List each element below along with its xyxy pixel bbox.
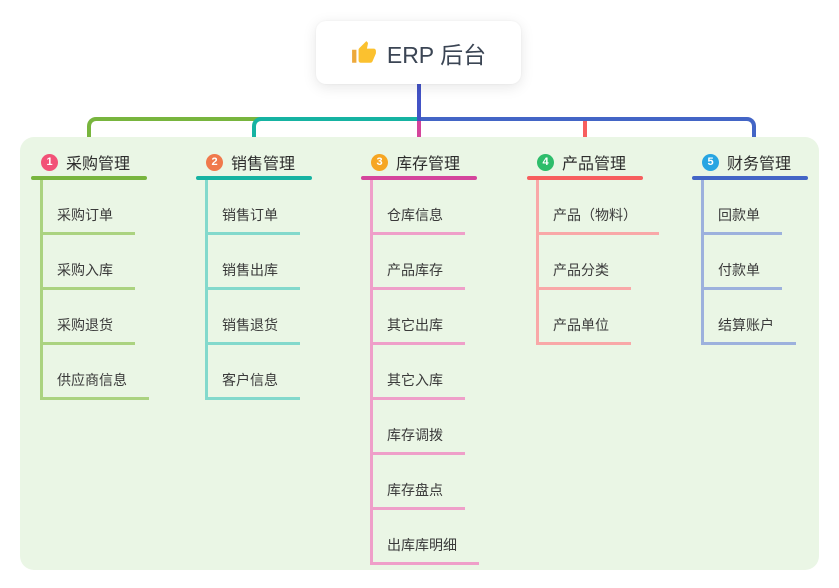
connector-branch-4	[583, 117, 587, 156]
child-node[interactable]: 其它入库	[370, 370, 465, 400]
child-node[interactable]: 出库库明细	[370, 535, 479, 565]
branch-number-badge: 5	[702, 153, 719, 171]
child-node[interactable]: 销售出库	[205, 260, 300, 290]
branch-number-badge: 1	[41, 153, 58, 171]
branch-number-badge: 3	[371, 153, 388, 171]
mindmap-panel	[20, 137, 819, 570]
child-node[interactable]: 库存盘点	[370, 480, 465, 510]
branch-underline	[196, 176, 312, 180]
child-node[interactable]: 销售退货	[205, 315, 300, 345]
child-node[interactable]: 其它出库	[370, 315, 465, 345]
child-node[interactable]: 回款单	[701, 205, 782, 235]
branch-underline	[31, 176, 147, 180]
branch-number-badge: 2	[206, 153, 223, 171]
child-node[interactable]: 产品（物料）	[536, 205, 659, 235]
branch-children: 采购订单 采购入库 采购退货 供应商信息	[31, 180, 149, 400]
child-node[interactable]: 库存调拨	[370, 425, 465, 455]
branch-children-line	[40, 180, 43, 400]
branch-underline	[527, 176, 643, 180]
branch-children: 仓库信息 产品库存 其它出库 其它入库 库存调拨 库存盘点 出库库明细	[361, 180, 479, 565]
connector-root-line	[417, 84, 421, 121]
branch-product-management: 4 产品管理 产品（物料） 产品分类 产品单位	[527, 148, 659, 345]
branch-title[interactable]: 2 销售管理	[196, 148, 312, 176]
branch-label: 库存管理	[396, 156, 461, 173]
branch-children: 产品（物料） 产品分类 产品单位	[527, 180, 659, 345]
root-title: ERP 后台	[386, 41, 487, 68]
connector-branch-3	[417, 117, 421, 156]
child-node[interactable]: 客户信息	[205, 370, 300, 400]
connector-branch-2	[252, 117, 425, 156]
child-node[interactable]: 仓库信息	[370, 205, 465, 235]
branch-purchase-management: 1 采购管理 采购订单 采购入库 采购退货 供应商信息	[31, 148, 149, 400]
branch-title[interactable]: 4 产品管理	[527, 148, 643, 176]
child-node[interactable]: 产品库存	[370, 260, 465, 290]
root-node[interactable]: ERP 后台	[316, 21, 521, 84]
branch-children: 回款单 付款单 结算账户	[692, 180, 808, 345]
branch-title[interactable]: 1 采购管理	[31, 148, 147, 176]
child-node[interactable]: 采购退货	[40, 315, 135, 345]
branch-title[interactable]: 3 库存管理	[361, 148, 477, 176]
branch-children-line	[536, 180, 539, 345]
branch-underline	[361, 176, 477, 180]
connector-branch-5	[419, 117, 756, 156]
branch-title[interactable]: 5 财务管理	[692, 148, 808, 176]
branch-children: 销售订单 销售出库 销售退货 客户信息	[196, 180, 312, 400]
branch-label: 采购管理	[66, 156, 131, 173]
branch-label: 财务管理	[727, 156, 792, 173]
branch-children-line	[701, 180, 704, 345]
child-node[interactable]: 付款单	[701, 260, 782, 290]
child-node[interactable]: 产品分类	[536, 260, 631, 290]
child-node[interactable]: 结算账户	[701, 315, 796, 345]
branch-children-line	[370, 180, 373, 565]
child-node[interactable]: 产品单位	[536, 315, 631, 345]
branch-label: 销售管理	[231, 156, 296, 173]
branch-underline	[692, 176, 808, 180]
child-node[interactable]: 采购入库	[40, 260, 135, 290]
child-node[interactable]: 供应商信息	[40, 370, 149, 400]
child-node[interactable]: 采购订单	[40, 205, 135, 235]
branch-children-line	[205, 180, 208, 400]
branch-inventory-management: 3 库存管理 仓库信息 产品库存 其它出库 其它入库 库存调拨 库存盘点 出库库…	[361, 148, 479, 565]
branch-sales-management: 2 销售管理 销售订单 销售出库 销售退货 客户信息	[196, 148, 312, 400]
thumbs-up-icon	[351, 40, 376, 63]
branch-finance-management: 5 财务管理 回款单 付款单 结算账户	[692, 148, 808, 345]
branch-number-badge: 4	[537, 153, 554, 171]
child-node[interactable]: 销售订单	[205, 205, 300, 235]
branch-label: 产品管理	[562, 156, 627, 173]
